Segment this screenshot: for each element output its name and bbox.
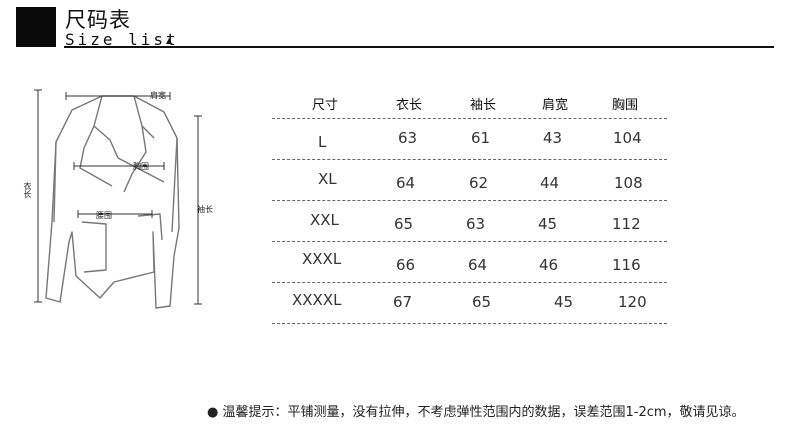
cell-length: 66: [396, 256, 416, 274]
note-text: 温馨提示：平铺测量，没有拉伸，不考虑弹性范围内的数据，误差范围1-2cm，敬请见…: [222, 405, 745, 420]
header-size: 尺寸: [312, 98, 339, 113]
cell-chest: 108: [614, 174, 643, 192]
table-header-row: 尺寸 衣长 袖长 肩宽 胸围: [272, 86, 667, 119]
table-row: XXL 65 63 45 112: [272, 201, 667, 242]
cell-chest: 120: [618, 293, 647, 311]
cell-length: 63: [398, 129, 418, 147]
header-divider: [64, 46, 774, 48]
bullet-icon: ●: [207, 405, 219, 420]
cell-shoulder: 44: [540, 174, 560, 192]
shoulder-label: 肩宽: [150, 91, 166, 100]
cell-size: XXXL: [302, 250, 342, 268]
length-label: 衣长: [23, 182, 32, 198]
cell-sleeve: 62: [469, 174, 489, 192]
table-row: XXXL 66 64 46 116: [272, 242, 667, 283]
cell-sleeve: 63: [466, 215, 486, 233]
table-row: XL 64 62 44 108: [272, 160, 667, 201]
cell-shoulder: 45: [538, 215, 558, 233]
sleeve-label: 袖长: [197, 205, 213, 214]
header-chest: 胸围: [612, 98, 639, 113]
header-sleeve: 袖长: [470, 98, 497, 113]
cell-size: XL: [318, 170, 337, 188]
triangle-icon: ▲: [166, 36, 173, 45]
cell-chest: 116: [612, 256, 641, 274]
size-table: 尺寸 衣长 袖长 肩宽 胸围 L 63 61 43 104 XL 64 62 4…: [272, 86, 667, 324]
page-subtitle: Size list: [65, 30, 179, 49]
cell-size: XXL: [310, 211, 339, 229]
jacket-sketch: [34, 89, 202, 309]
cell-chest: 104: [613, 129, 642, 147]
table-row: L 63 61 43 104: [272, 119, 667, 160]
cell-length: 64: [396, 174, 416, 192]
table-row: XXXXL 67 65 45 120: [272, 283, 667, 324]
waist-label: 腰围: [96, 211, 112, 220]
chest-label: 胸围: [133, 162, 149, 171]
cell-sleeve: 61: [471, 129, 491, 147]
cell-shoulder: 45: [554, 293, 574, 311]
measurement-note: ● 温馨提示：平铺测量，没有拉伸，不考虑弹性范围内的数据，误差范围1-2cm，敬…: [207, 401, 745, 420]
cell-length: 67: [393, 293, 413, 311]
cell-size: L: [318, 133, 327, 151]
cell-size: XXXXL: [292, 291, 342, 309]
jacket-diagram: 肩宽 胸围 腰围 衣长 袖长: [14, 82, 234, 314]
header-shoulder: 肩宽: [542, 98, 569, 113]
page-title: 尺码表: [65, 8, 131, 32]
cell-sleeve: 65: [472, 293, 492, 311]
cell-chest: 112: [612, 215, 641, 233]
header-length: 衣长: [396, 98, 423, 113]
cell-shoulder: 46: [539, 256, 559, 274]
cell-sleeve: 64: [468, 256, 488, 274]
header-block: [16, 7, 56, 47]
cell-length: 65: [394, 215, 414, 233]
cell-shoulder: 43: [543, 129, 563, 147]
